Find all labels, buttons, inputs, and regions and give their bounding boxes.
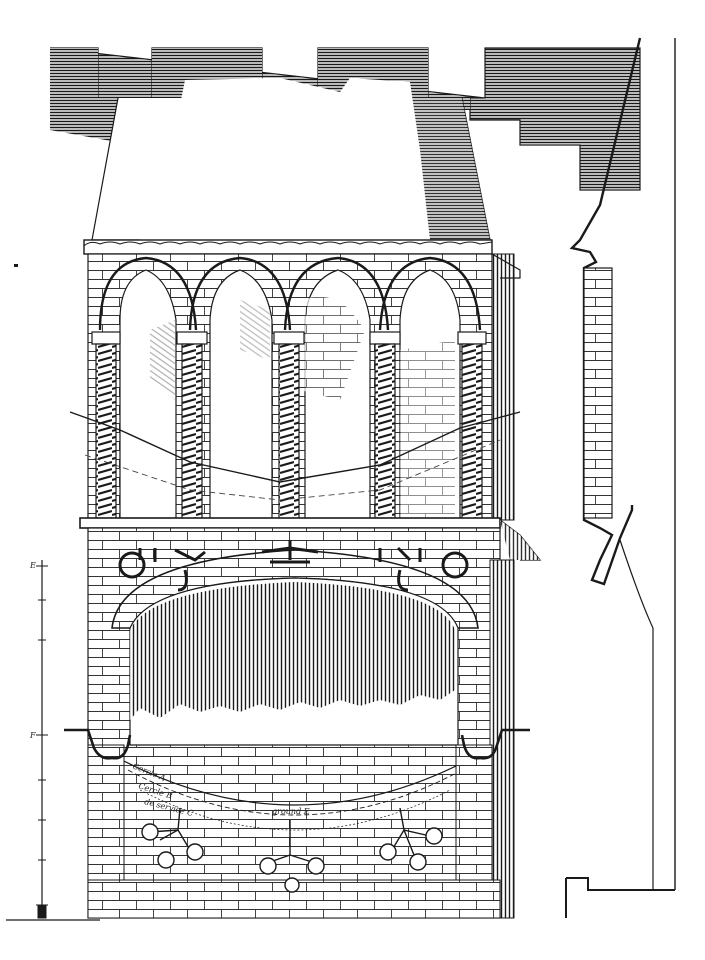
section-wall-bricks xyxy=(583,267,613,519)
chimney-hood xyxy=(91,78,491,241)
twisted-column xyxy=(91,331,121,521)
section-profile xyxy=(565,37,676,918)
scale-mark-mid: F xyxy=(29,731,36,740)
mantel-cornice xyxy=(79,517,542,561)
twisted-column xyxy=(457,331,487,521)
section-line xyxy=(64,728,530,760)
twisted-column xyxy=(273,331,305,521)
label-ground-e: ground E xyxy=(272,807,310,816)
twisted-column xyxy=(369,331,401,521)
iron-rings xyxy=(118,540,469,592)
lamp-clusters xyxy=(141,807,443,893)
stray-mark xyxy=(14,264,18,267)
scale-mark-top: E xyxy=(29,561,36,570)
arcade-register xyxy=(69,239,521,521)
fireplace-body xyxy=(87,527,515,919)
vertical-scale xyxy=(6,560,100,921)
